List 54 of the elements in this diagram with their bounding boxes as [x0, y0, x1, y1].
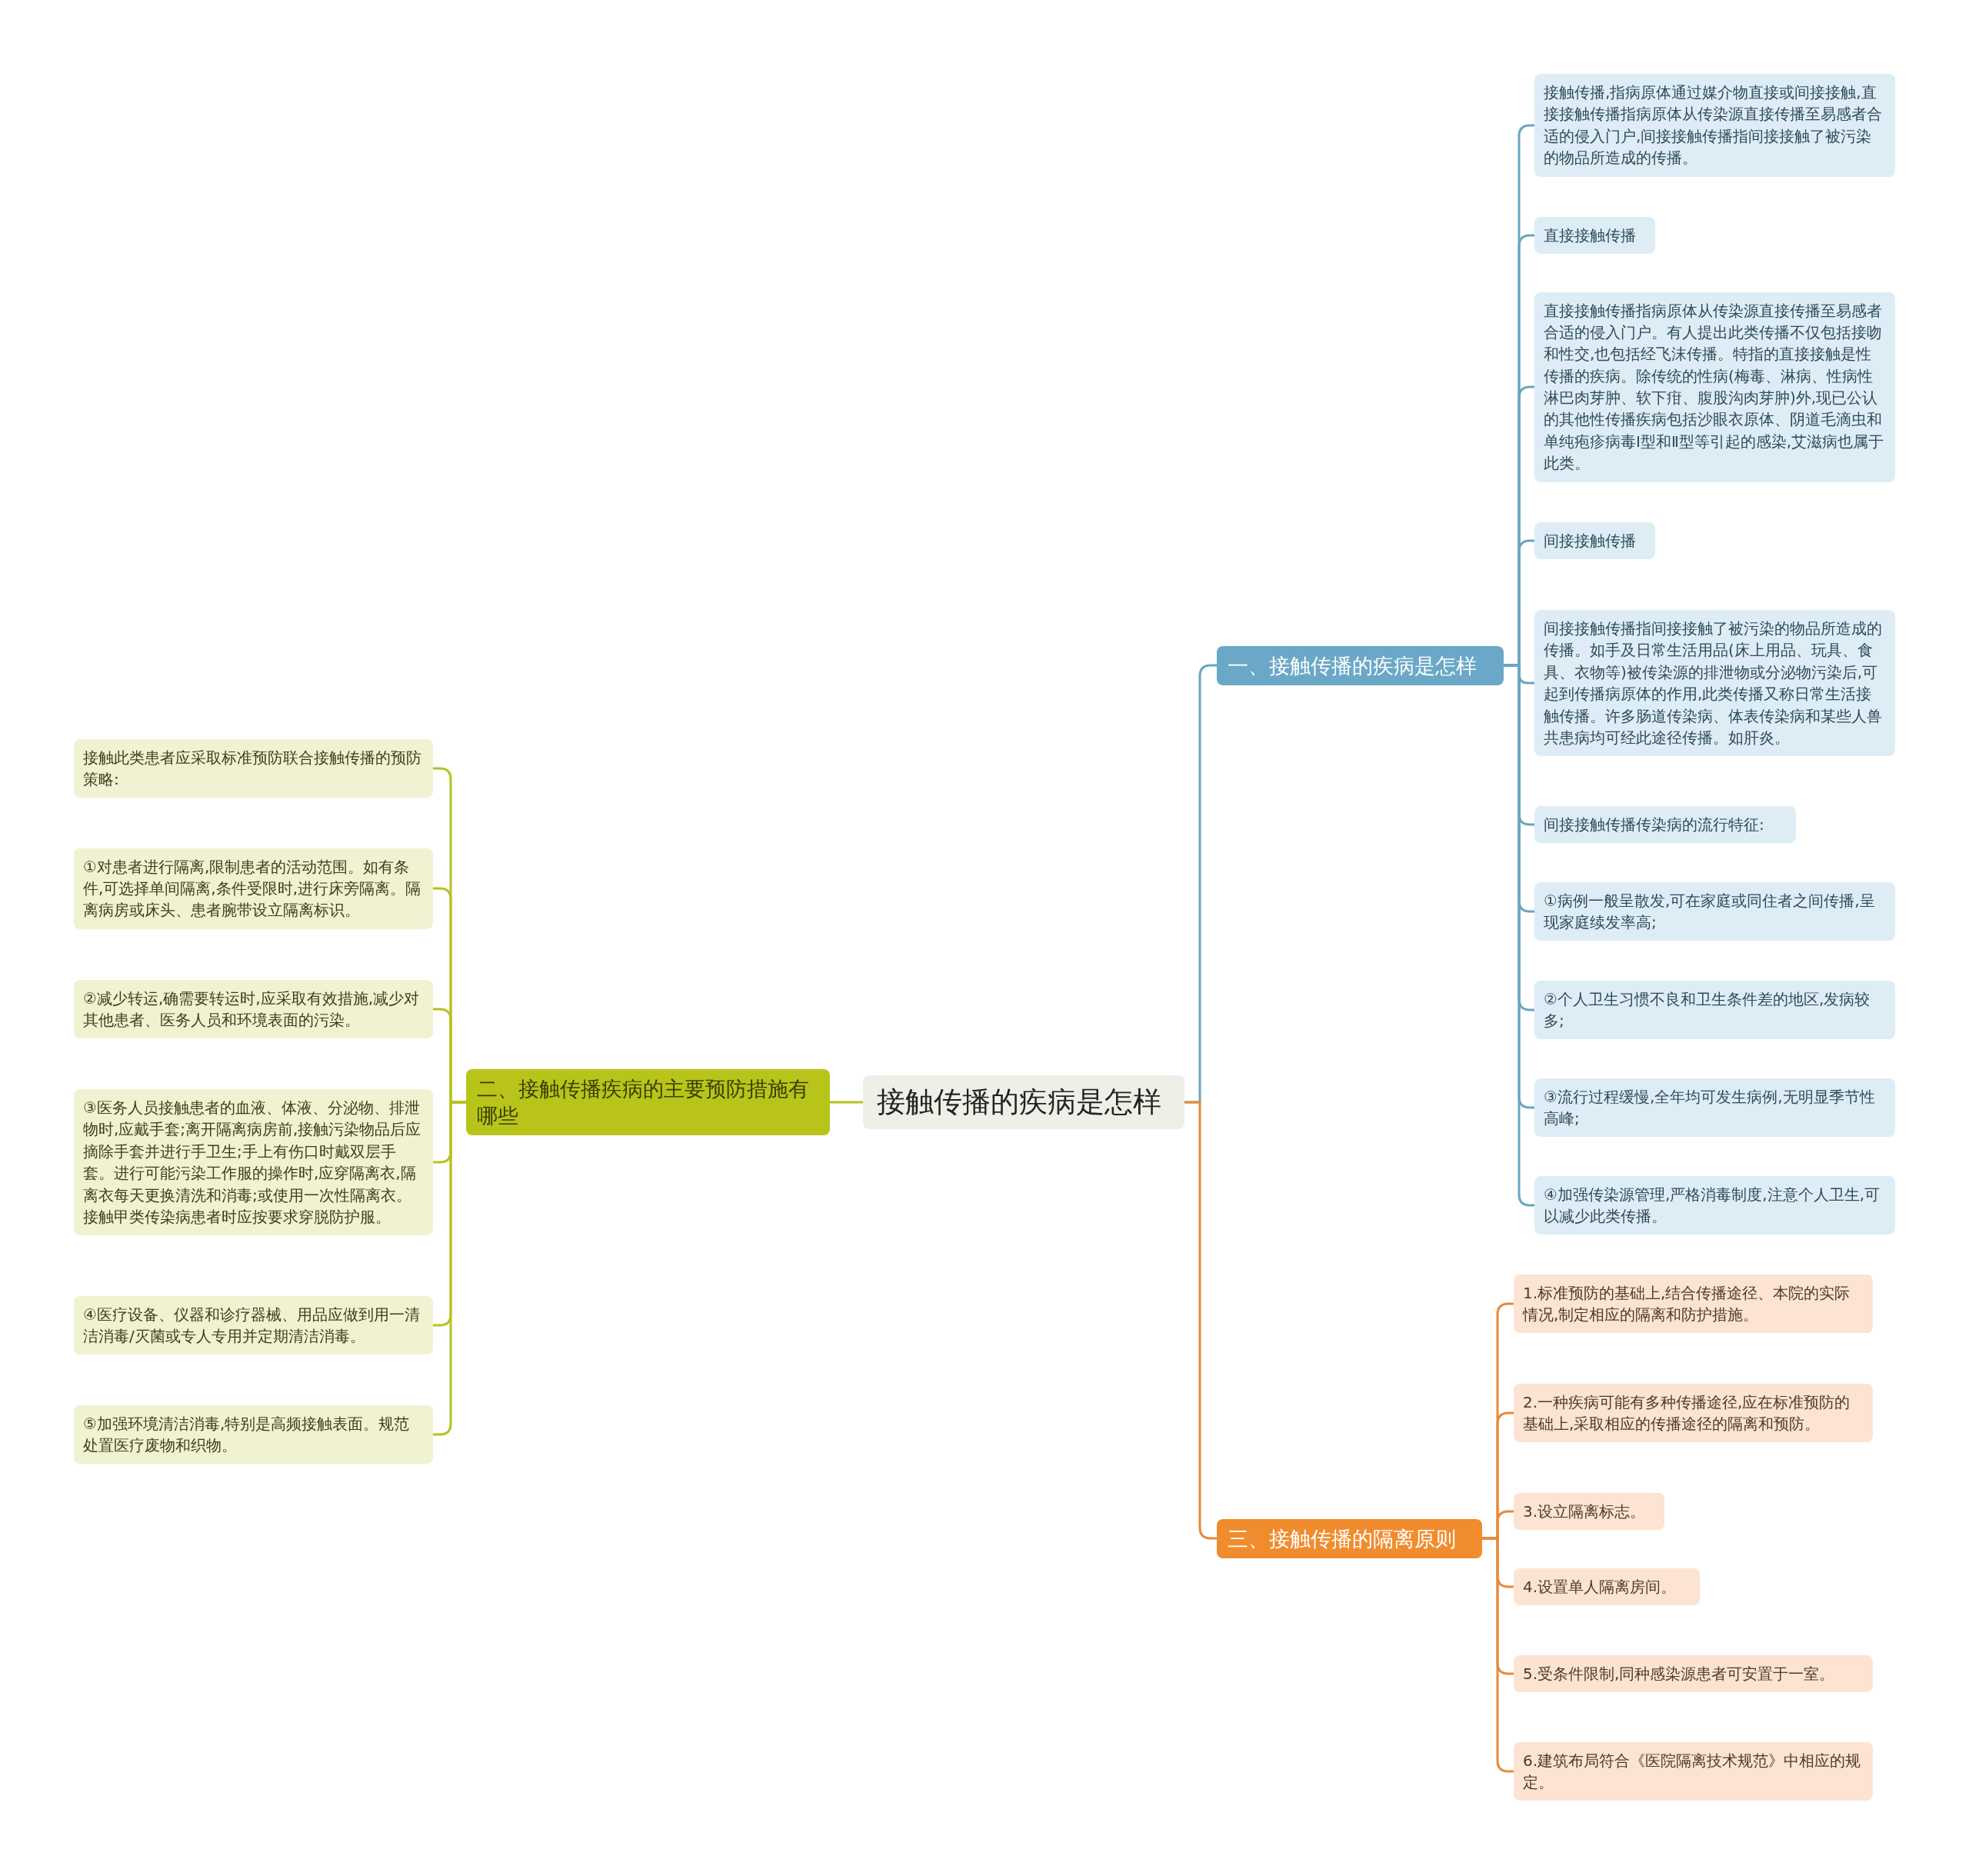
subtopic-box [1534, 1175, 1895, 1235]
topic-text: 三、接触传播的隔离原则 [1228, 1525, 1456, 1552]
subtopic-box [74, 1089, 433, 1236]
connector-line [433, 1101, 466, 1436]
topic-text: ②个人卫生习惯不良和卫生条件差的地区,发病较多; [1544, 988, 1871, 1031]
subtopic-box [74, 738, 433, 798]
topic-text: ①对患者进行隔离,限制患者的活动范围。如有条件,可选择单间隔离,条件受限时,进行床旁隔离。隔离病房或床头、患者腕带设立隔离标识。 [83, 856, 422, 921]
subtopic-box [1534, 881, 1895, 941]
topic-text: ③流行过程缓慢,全年均可发生病例,无明显季节性高峰; [1544, 1086, 1876, 1129]
subtopic-box [1514, 1493, 1664, 1531]
subtopic-box [1514, 1655, 1873, 1693]
topic-text: 间接接触传播指间接接触了被污染的物品所造成的传播。如手及日常生活用品(床上用品、玩具、食具、衣物等)被传染源的排泄物或分泌物污染后,可起到传播病原体的作用,此类传播又称日常生活接触传播。许多肠道传染病、体表传染病和某些人兽共患病均可经此途径传播。如肝炎。 [1544, 618, 1883, 748]
subtopic-box [1514, 1568, 1700, 1606]
branch-topic [1217, 1518, 1482, 1558]
topic-text: 直接接触传播 [1544, 225, 1636, 246]
topic-text: 接触传播,指病原体通过媒介物直接或间接接触,直接接触传播指病原体从传染源直接传播至易感者合适的侵入门户,间接接触传播指间接接触了被污染的物品所造成的传播。 [1544, 82, 1883, 169]
subtopic-box [1514, 1274, 1873, 1334]
topic-text: 3.设立隔离标志。 [1523, 1501, 1646, 1522]
topic-text: 一、接触传播的疾病是怎样 [1228, 652, 1477, 679]
topic-text: ④加强传染源管理,严格消毒制度,注意个人卫生,可以减少此类传播。 [1544, 1184, 1881, 1227]
subtopic-box [1534, 980, 1895, 1040]
branch-topic [1217, 645, 1504, 685]
branch-topic [466, 1069, 830, 1136]
subtopic-box [1514, 1741, 1873, 1801]
topic-text: ⑤加强环境清洁消毒,特别是高频接触表面。规范处置医疗废物和织物。 [83, 1413, 411, 1456]
subtopic-box [1514, 1383, 1873, 1443]
topic-text: 1.标准预防的基础上,结合传播途径、本院的实际情况,制定相应的隔离和防护措施。 [1523, 1282, 1851, 1325]
topic-text: 接触传播的疾病是怎样 [877, 1085, 1161, 1120]
topic-text: 接触此类患者应采取标准预防联合接触传播的预防策略: [83, 747, 422, 790]
topic-text: 二、接触传播疾病的主要预防措施有哪些 [477, 1076, 810, 1130]
topic-text: ④医疗设备、仪器和诊疗器械、用品应做到用一清洁消毒/灭菌或专人专用并定期清洁消毒。 [83, 1304, 421, 1347]
topic-text: 2.一种疾病可能有多种传播途径,应在标准预防的基础上,采取相应的传播途径的隔离和预防。 [1523, 1391, 1851, 1434]
topic-text: 5.受条件限制,同种感染源患者可安置于一室。 [1523, 1664, 1835, 1684]
subtopic-box [1534, 806, 1796, 844]
topic-text: ①病例一般呈散发,可在家庭或同住者之间传播,呈现家庭续发率高; [1544, 890, 1876, 933]
subtopic-box [1534, 1078, 1895, 1138]
subtopic-box [1534, 522, 1655, 560]
topic-text: 间接接触传播传染病的流行特征: [1544, 815, 1764, 835]
connector-line [830, 1101, 863, 1104]
subtopic-box [74, 848, 433, 929]
subtopic-box [1534, 610, 1895, 757]
central-topic [863, 1075, 1184, 1129]
subtopic-box [1534, 217, 1655, 255]
subtopic-box [1534, 74, 1895, 177]
topic-text: 间接接触传播 [1544, 531, 1636, 551]
topic-text: ②减少转运,确需要转运时,应采取有效措施,减少对其他患者、医务人员和环境表面的污染。 [83, 988, 420, 1031]
subtopic-box [74, 1295, 433, 1355]
topic-text: ③医务人员接触患者的血液、体液、分泌物、排泄物时,应戴手套;离开隔离病房前,接触污染物品后应摘除手套并进行手卫生;手上有伤口时戴双层手套。进行可能污染工作服的操作时,应穿隔离衣,隔离衣每天更换清洗和消毒;或使用一次性隔离衣。接触甲类传染病患者时应按要求穿脱防护服。 [83, 1098, 422, 1228]
topic-text: 4.设置单人隔离房间。 [1523, 1577, 1677, 1598]
subtopic-box [74, 1405, 433, 1464]
topic-text: 直接接触传播指病原体从传染源直接传播至易感者合适的侵入门户。有人提出此类传播不仅包括接吻和性交,也包括经飞沫传播。特指的直接接触是性传播的疾病。除传统的性病(梅毒、淋病、性病性淋巴肉芽肿、软下疳、腹股沟肉芽肿)外,现已公认的其他性传播疾病包括沙眼衣原体、阴道毛滴虫和单纯疱疹病毒I型和Ⅱ型等引起的感染,艾滋病也属于此类。 [1544, 300, 1885, 475]
topic-text: 6.建筑布局符合《医院隔离技术规范》中相应的规定。 [1523, 1750, 1862, 1793]
subtopic-box [74, 979, 433, 1039]
connector-line [1184, 1101, 1217, 1540]
